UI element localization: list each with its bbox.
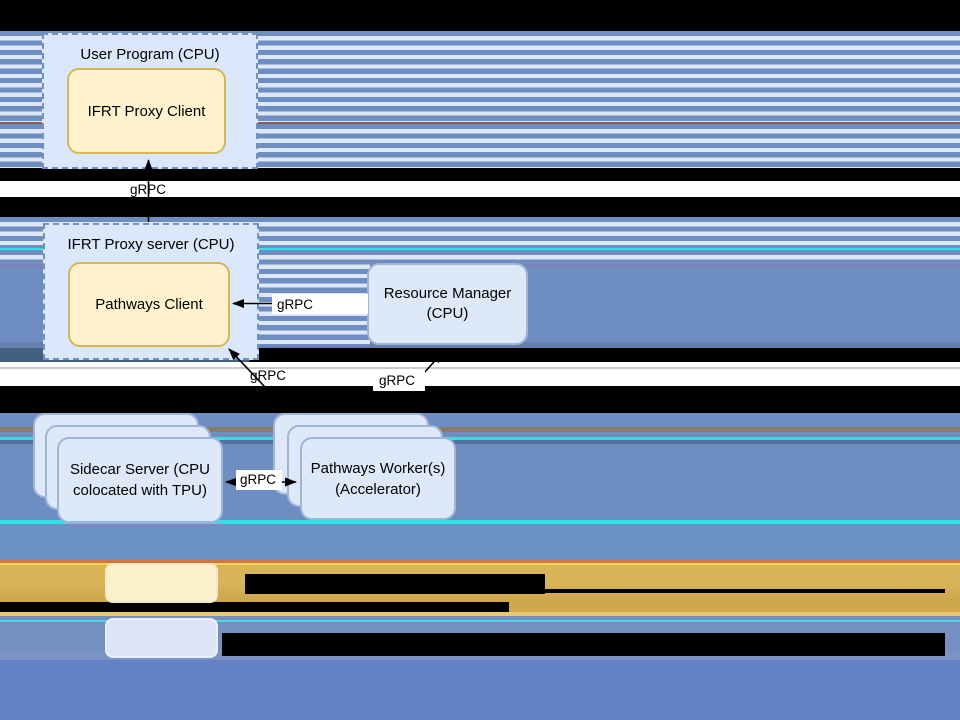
grpc-label-server-to-client: gRPC (130, 182, 167, 197)
glitch-band (0, 181, 960, 197)
glitch-band (0, 367, 960, 369)
glitch-band (0, 440, 960, 444)
grpc-label-workers-to-client: gRPC (250, 368, 287, 383)
glitch-band (0, 122, 960, 124)
redacted-legend-label-1 (245, 574, 545, 594)
glitch-band (0, 168, 960, 181)
resource-manager-label-line1: Resource Manager (383, 285, 512, 302)
glitch-band (0, 524, 960, 560)
redacted-legend-label-1-smear (545, 589, 945, 593)
grpc-label-client-rm: gRPC (277, 297, 314, 312)
glitch-band (0, 660, 960, 720)
glitch-band (0, 427, 960, 432)
glitch-band (0, 560, 960, 563)
glitch-band (0, 520, 960, 524)
edge-label-chip (272, 294, 368, 314)
edge-workers-to-client (228, 348, 284, 407)
glitch-band (0, 362, 960, 386)
glitch-band (0, 602, 960, 612)
redacted-legend-label-2 (222, 633, 945, 656)
glitch-band (0, 612, 960, 616)
user-program-title: User Program (CPU) (80, 46, 220, 63)
pathways-client-node: Pathways Client (68, 262, 230, 347)
sidecar-server-node: Sidecar Server (CPU colocated with TPU) (57, 437, 223, 523)
sidecar-server-label-line2: colocated with TPU) (73, 482, 207, 499)
ifrt-proxy-client-node: IFRT Proxy Client (67, 68, 226, 154)
legend-blue-swatch (105, 618, 218, 658)
ifrt-proxy-client-label: IFRT Proxy Client (87, 102, 206, 120)
pathways-workers-label-line2: (Accelerator) (335, 480, 421, 498)
legend-yellow-swatch (105, 563, 218, 603)
glitch-band (0, 437, 960, 440)
glitch-band (0, 620, 960, 622)
glitch-band (0, 0, 960, 31)
pathways-workers-node: Pathways Worker(s) (Accelerator) (300, 437, 456, 520)
resource-manager-label-line2: (CPU) (426, 305, 469, 322)
glitch-band (0, 563, 960, 565)
ifrt-proxy-server-title: IFRT Proxy server (CPU) (67, 236, 235, 253)
pathways-workers-label-line1: Pathways Worker(s) (310, 459, 446, 477)
sidecar-server-label-line1: Sidecar Server (CPU (69, 461, 211, 478)
pathways-client-label: Pathways Client (95, 296, 203, 313)
resource-manager-node: Resource Manager (CPU) (367, 263, 528, 345)
glitch-band (0, 197, 960, 217)
glitch-band (0, 386, 960, 413)
glitch-band (0, 342, 960, 348)
edge-label-chip (373, 371, 425, 391)
grpc-label-workers-to-rm: gRPC (379, 373, 416, 388)
glitch-band (0, 248, 960, 250)
grpc-label-sidecar-workers: gRPC (240, 472, 277, 487)
edge-label-chip (236, 470, 282, 490)
